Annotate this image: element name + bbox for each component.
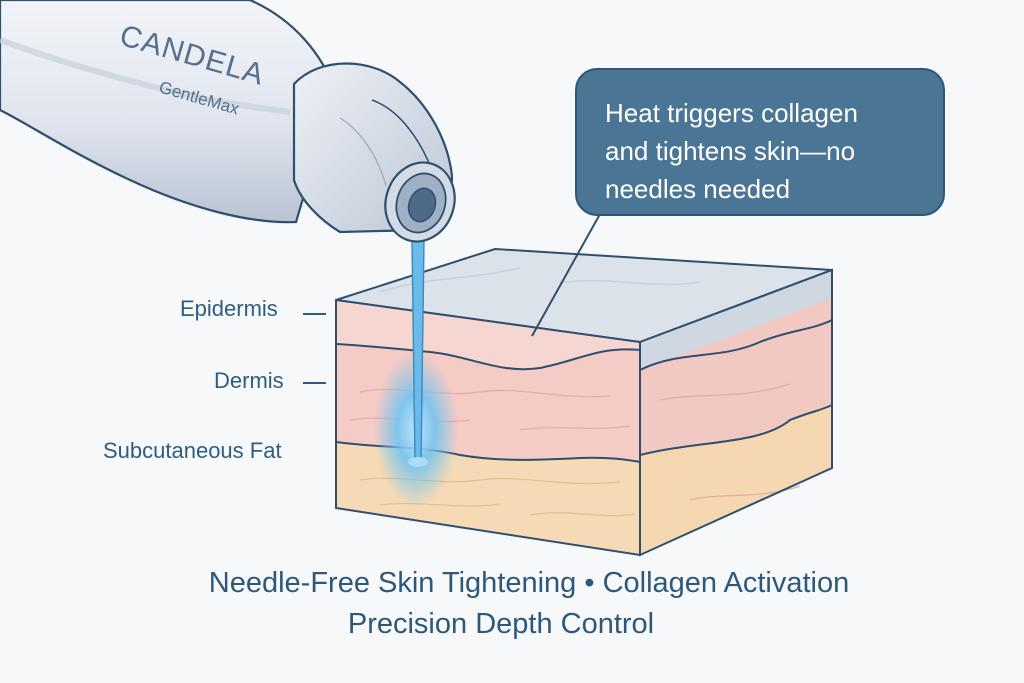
energy-beam — [374, 237, 458, 508]
label-dermis: Dermis — [214, 368, 284, 393]
caption-line-2: Precision Depth Control — [347, 608, 655, 640]
callout-line-2: and tightens skin—no — [605, 136, 856, 166]
caption-line-1: Needle-Free Skin Tightening • Collagen A… — [208, 567, 850, 599]
callout-pointer — [531, 213, 601, 337]
laser-handpiece: CANDELA GentleMax — [0, 0, 456, 243]
front-epidermis — [336, 300, 640, 370]
right-fat-layer — [640, 405, 832, 555]
callout-line-3: needles needed — [605, 174, 791, 204]
leader-lines — [303, 213, 601, 384]
callout-box: Heat triggers collagen and tightens skin… — [575, 68, 945, 216]
skin-block — [335, 247, 833, 557]
handpiece-body — [0, 0, 337, 224]
handpiece-nozzle — [384, 161, 456, 243]
callout-line-1: Heat triggers collagen — [605, 98, 858, 128]
label-subcutaneous-fat: Subcutaneous Fat — [103, 438, 282, 463]
label-epidermis: Epidermis — [180, 296, 278, 321]
